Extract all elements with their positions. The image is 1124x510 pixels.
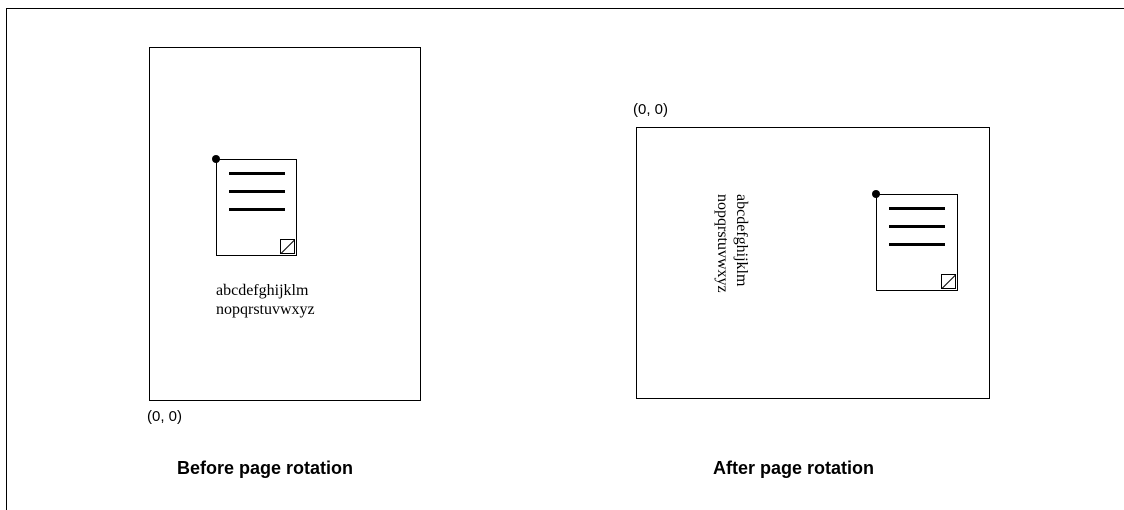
document-icon: [216, 159, 297, 256]
caption-after: After page rotation: [713, 458, 875, 478]
sample-text-line-2: nopqrstuvwxyz: [714, 194, 731, 293]
document-line-icon: [889, 243, 945, 246]
sample-text-line-1: abcdefghijklm: [216, 282, 309, 299]
sample-text: abcdefghijklm nopqrstuvwxyz: [216, 281, 315, 319]
document-line-icon: [229, 172, 285, 175]
document-line-icon: [889, 207, 945, 210]
page-before-rotation: abcdefghijklm nopqrstuvwxyz: [149, 47, 421, 401]
origin-label-before: (0, 0): [147, 408, 183, 425]
figure-frame: [6, 8, 1124, 510]
document-line-icon: [889, 225, 945, 228]
document-line-icon: [229, 190, 285, 193]
document-corner-icon: [941, 274, 956, 289]
sample-text-line-2: nopqrstuvwxyz: [216, 301, 315, 318]
caption-before: Before page rotation: [177, 458, 354, 478]
origin-dot-icon: [872, 190, 880, 198]
sample-text-rotated: abcdefghijklm nopqrstuvwxyz: [713, 194, 751, 293]
page-after-rotation: abcdefghijklm nopqrstuvwxyz: [636, 127, 990, 399]
sample-text-line-1: abcdefghijklm: [733, 194, 750, 287]
document-line-icon: [229, 208, 285, 211]
document-corner-icon: [280, 239, 295, 254]
origin-dot-icon: [212, 155, 220, 163]
document-icon: [876, 194, 958, 291]
origin-label-after: (0, 0): [633, 101, 669, 118]
